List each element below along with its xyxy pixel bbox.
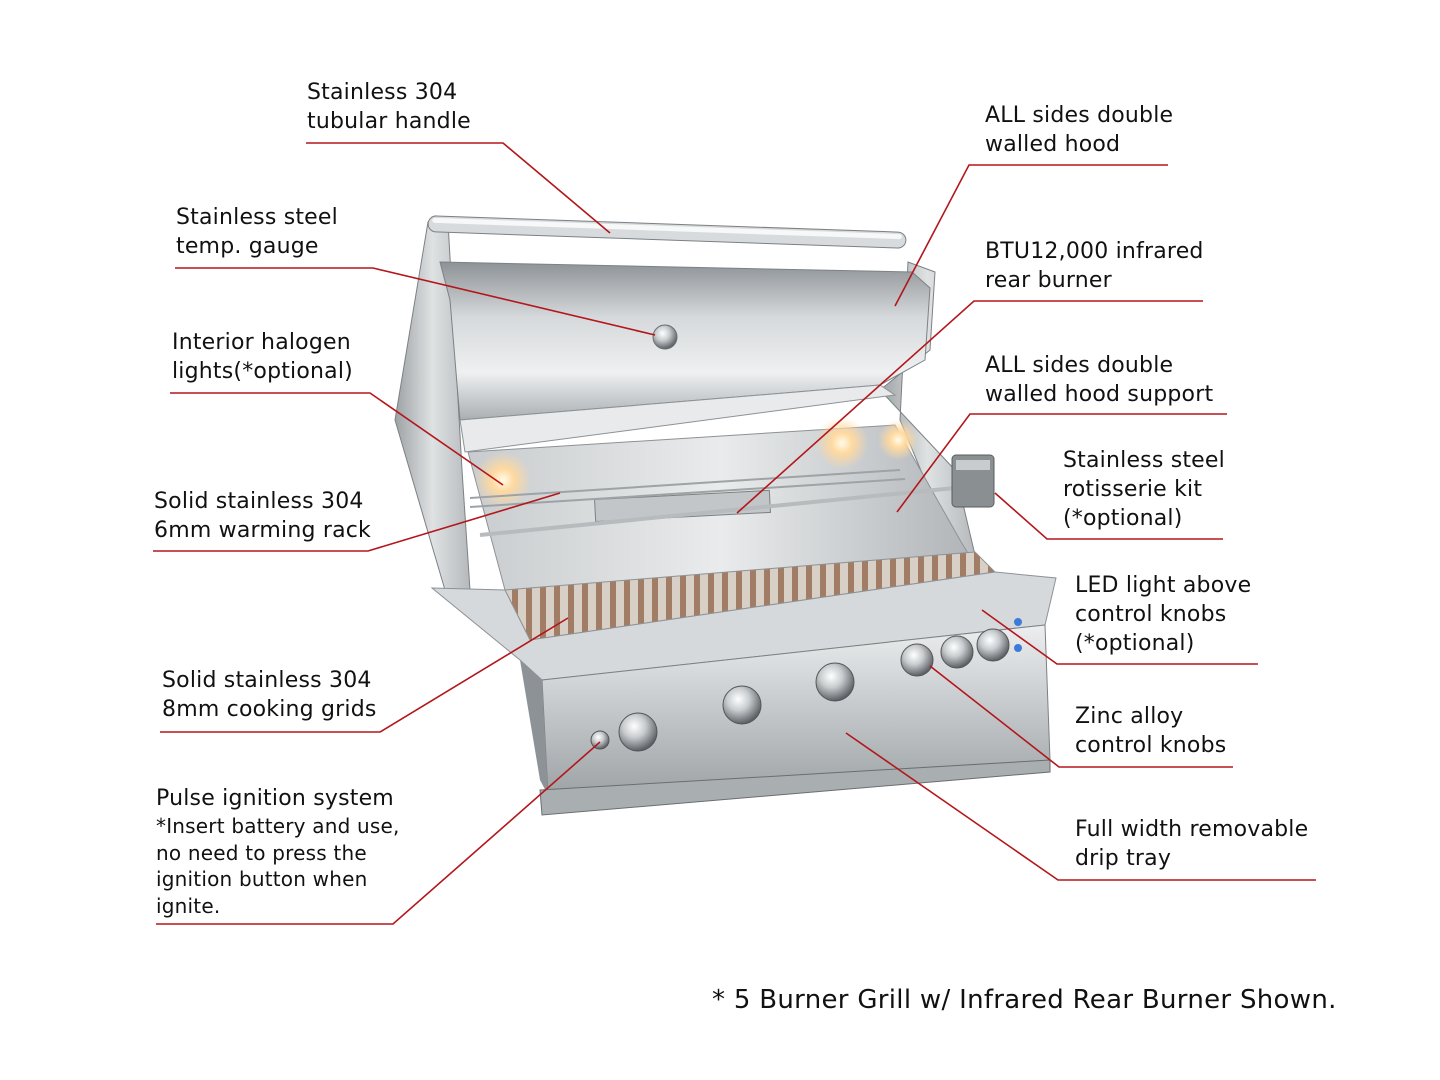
- label-drip-tray: Full width removable drip tray: [1075, 815, 1308, 873]
- label-handle-line2: tubular handle: [307, 109, 471, 134]
- label-halogen-line1: Interior halogen: [172, 330, 351, 355]
- rotisserie-motor: [951, 454, 995, 508]
- label-led-light: LED light above control knobs (*optional…: [1075, 571, 1251, 658]
- label-led-light-line1: LED light above: [1075, 573, 1252, 598]
- label-cooking-grids-line2: 8mm cooking grids: [162, 697, 377, 722]
- label-handle: Stainless 304 tubular handle: [307, 78, 471, 136]
- label-warming-rack-line1: Solid stainless 304: [154, 489, 364, 514]
- body-side: [520, 660, 548, 795]
- label-rear-burner: BTU12,000 infrared rear burner: [985, 237, 1204, 295]
- leader-warming-rack: [153, 492, 561, 552]
- control-knobs: [590, 628, 1010, 752]
- label-hood-support-line2: walled hood support: [985, 382, 1214, 407]
- temp-gauge: [652, 324, 678, 350]
- grill-illustration: [394, 215, 1057, 816]
- label-cooking-grids: Solid stainless 304 8mm cooking grids: [162, 666, 377, 724]
- label-hood-line2: walled hood: [985, 132, 1121, 157]
- leader-lines: [153, 142, 1316, 925]
- label-rotisserie-line3: (*optional): [1063, 506, 1183, 531]
- leader-cooking-grids: [160, 617, 569, 733]
- warming-rack: [469, 469, 906, 508]
- label-hood-support-line1: ALL sides double: [985, 353, 1174, 378]
- label-rotisserie-line1: Stainless steel: [1063, 448, 1225, 473]
- label-halogen-line2: lights(*optional): [172, 359, 353, 384]
- label-hood-support: ALL sides double walled hood support: [985, 351, 1213, 409]
- leader-drip-tray: [845, 732, 1316, 881]
- label-ignition-line4: ignition button when: [156, 867, 368, 891]
- caption: * 5 Burner Grill w/ Infrared Rear Burner…: [712, 985, 1337, 1015]
- label-drip-tray-line1: Full width removable: [1075, 817, 1309, 842]
- label-led-light-line3: (*optional): [1075, 631, 1195, 656]
- leader-halogen: [170, 392, 504, 486]
- label-led-light-line2: control knobs: [1075, 602, 1227, 627]
- halogen-light-center: [816, 417, 868, 469]
- label-rotisserie-line2: rotisserie kit: [1063, 477, 1203, 502]
- leader-rear-burner: [736, 300, 1203, 514]
- halogen-light-left: [475, 452, 531, 508]
- label-knobs-line1: Zinc alloy: [1075, 704, 1184, 729]
- label-drip-tray-line2: drip tray: [1075, 846, 1172, 871]
- label-rotisserie: Stainless steel rotisserie kit (*optiona…: [1063, 446, 1225, 533]
- leader-rotisserie: [994, 492, 1223, 540]
- label-cooking-grids-line1: Solid stainless 304: [162, 668, 372, 693]
- hood-lip: [459, 384, 897, 453]
- label-warming-rack: Solid stainless 304 6mm warming rack: [154, 487, 371, 545]
- leader-ignition: [156, 741, 601, 925]
- label-ignition: Pulse ignition system *Insert battery an…: [156, 784, 400, 919]
- label-ignition-line1: Pulse ignition system: [156, 786, 394, 811]
- leader-knobs: [929, 665, 1233, 768]
- label-ignition-line5: ignite.: [156, 893, 221, 918]
- label-gauge: Stainless steel temp. gauge: [176, 203, 338, 261]
- label-handle-line1: Stainless 304: [307, 80, 458, 105]
- ignition-button: [590, 730, 610, 750]
- label-ignition-line2: *Insert battery and use,: [156, 814, 400, 838]
- drip-tray: [539, 759, 1051, 816]
- leader-hood-support: [896, 413, 1227, 513]
- label-warming-rack-line2: 6mm warming rack: [154, 518, 371, 543]
- infrared-burner: [594, 489, 771, 523]
- label-ignition-line3: no need to press the: [156, 840, 367, 865]
- halogen-light-right: [878, 420, 918, 460]
- label-rear-burner-line1: BTU12,000 infrared: [985, 239, 1204, 264]
- label-hood: ALL sides double walled hood: [985, 101, 1173, 159]
- label-halogen: Interior halogen lights(*optional): [172, 328, 353, 386]
- led-light-top: [1014, 618, 1022, 626]
- leader-led-light: [981, 609, 1258, 665]
- leader-gauge: [175, 267, 656, 336]
- handle: [427, 215, 907, 249]
- label-knobs: Zinc alloy control knobs: [1075, 702, 1226, 760]
- hood-panel: [439, 261, 931, 421]
- leader-handle: [306, 142, 611, 234]
- rotisserie-rod: [479, 485, 966, 537]
- label-gauge-line2: temp. gauge: [176, 234, 319, 259]
- led-light-bottom: [1014, 644, 1022, 652]
- leader-hood: [894, 164, 1168, 307]
- label-knobs-line2: control knobs: [1075, 733, 1227, 758]
- label-rear-burner-line2: rear burner: [985, 268, 1112, 293]
- label-hood-line1: ALL sides double: [985, 103, 1174, 128]
- label-gauge-line1: Stainless steel: [176, 205, 338, 230]
